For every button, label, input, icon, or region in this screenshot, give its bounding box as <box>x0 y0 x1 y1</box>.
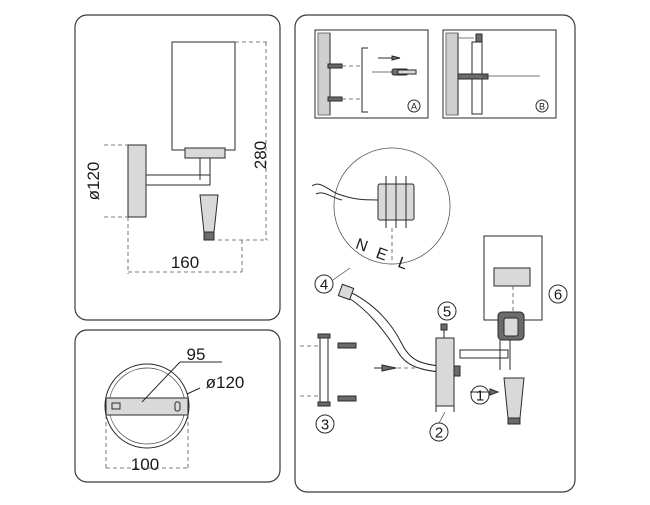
side-view-panel <box>74 14 281 321</box>
detail-a-frame <box>314 29 429 119</box>
detail-b-frame <box>442 29 557 119</box>
callout-4: 4 <box>320 277 328 294</box>
callout-6: 6 <box>554 287 562 304</box>
detail-b-drawing <box>445 32 540 116</box>
callout-1-badge <box>470 385 490 405</box>
width-label: 160 <box>171 253 199 272</box>
callout-3-badge <box>315 414 335 434</box>
wall-plate <box>127 144 147 218</box>
detail-b-badge <box>535 99 549 113</box>
side-view-drawing <box>104 41 268 274</box>
top-view-drawing <box>104 361 222 470</box>
callout-3: 3 <box>321 417 329 434</box>
top-width-label: 95 <box>187 345 206 364</box>
height-label: 280 <box>251 141 270 169</box>
top-depth-label: 100 <box>131 455 159 474</box>
wiring-detail <box>311 147 451 265</box>
callout-1: 1 <box>476 388 484 405</box>
mounting-bracket <box>105 397 189 416</box>
side-diameter-label: ø120 <box>84 162 103 201</box>
wire-label-n: N <box>353 236 370 256</box>
callout-2: 2 <box>435 425 443 442</box>
assembly-drawing <box>300 235 543 425</box>
detail-a-badge <box>407 99 421 113</box>
detail-b-label: B <box>539 102 545 112</box>
callout-4-badge <box>314 274 334 294</box>
installation-panel <box>294 14 576 493</box>
detail-a-label: A <box>411 102 417 112</box>
callout-5-badge <box>437 301 457 321</box>
top-diameter-label: ø120 <box>206 373 245 392</box>
callout-5: 5 <box>443 304 451 321</box>
shade-base <box>184 147 226 159</box>
detail-a-drawing <box>317 32 417 116</box>
callout-6-badge <box>548 284 568 304</box>
base-circle <box>104 363 190 449</box>
